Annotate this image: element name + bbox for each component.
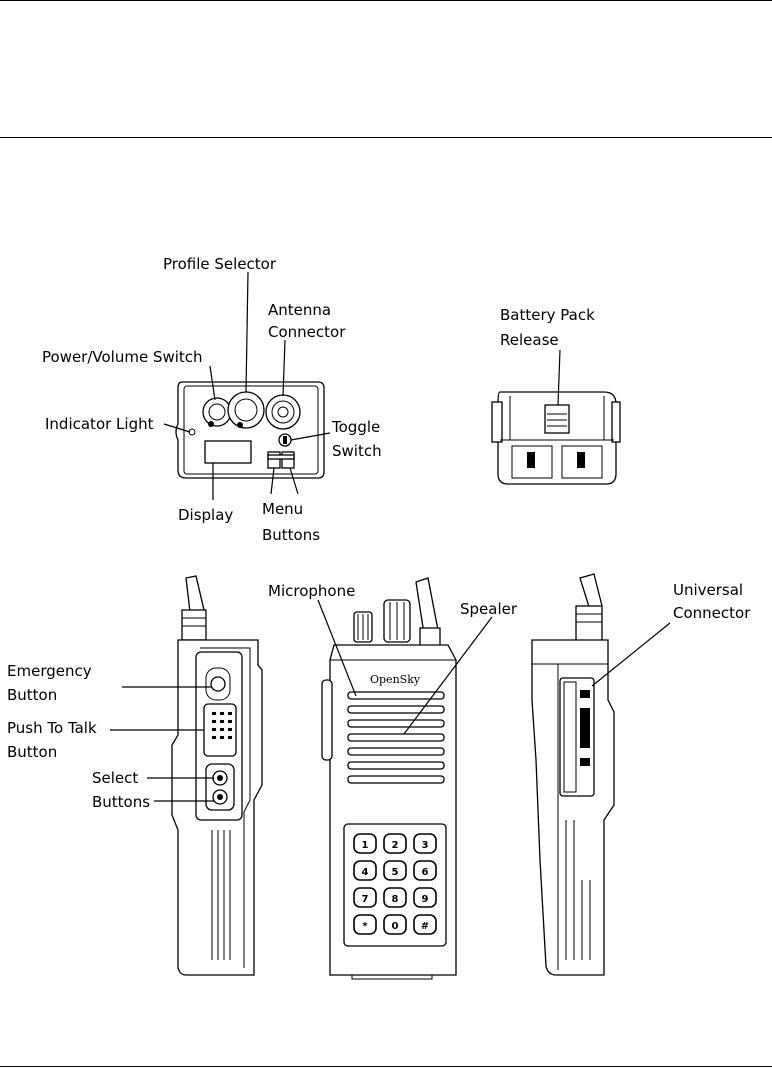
label-indicator-light: Indicator Light	[45, 415, 154, 433]
antenna-connector	[266, 395, 300, 429]
label-emergency-button-line1: Emergency	[7, 662, 92, 680]
label-emergency-button-line2: Button	[7, 686, 57, 704]
keypad-key-label: 5	[392, 867, 399, 878]
universal-connector-part	[560, 678, 594, 796]
keypad-key-label: 3	[422, 840, 429, 851]
label-antenna-connector-line1: Antenna	[268, 301, 331, 319]
speaker-grille	[348, 692, 444, 783]
label-battery-pack-release-line2: Release	[500, 331, 559, 349]
label-menu-buttons-line2: Buttons	[262, 526, 320, 544]
label-push-to-talk-line2: Button	[7, 743, 57, 761]
keypad-key-label: 1	[362, 840, 369, 851]
keypad-key-label: 7	[362, 894, 369, 905]
keypad-key: 2	[384, 834, 406, 853]
keypad-key: 1	[354, 834, 376, 853]
battery-release-latch	[545, 405, 569, 433]
keypad-key: 4	[354, 861, 376, 880]
label-speaker: Spealer	[460, 600, 518, 618]
radio-top-view	[176, 382, 324, 478]
label-select-buttons-line1: Select	[92, 769, 138, 787]
display-window	[205, 441, 251, 463]
keypad-key-label: 6	[422, 867, 429, 878]
brand-text: OpenSky	[370, 673, 421, 686]
keypad-key-label: *	[362, 921, 368, 932]
label-toggle-switch-line2: Switch	[332, 442, 382, 460]
keypad-key-label: 2	[392, 840, 399, 851]
label-menu-buttons-line1: Menu	[262, 500, 303, 518]
label-microphone: Microphone	[268, 582, 355, 600]
keypad-key: 8	[384, 888, 406, 907]
keypad-key-label: 8	[392, 894, 399, 905]
label-battery-pack-release-line1: Battery Pack	[500, 306, 595, 324]
keypad-key: 9	[414, 888, 436, 907]
keypad-key: 5	[384, 861, 406, 880]
label-push-to-talk-line1: Push To Talk	[7, 719, 97, 737]
toggle-switch	[279, 434, 291, 446]
select-buttons-part	[206, 764, 234, 810]
keypad-key-label: #	[421, 921, 429, 932]
keypad-key-label: 0	[392, 921, 399, 932]
label-power-volume-switch: Power/Volume Switch	[42, 348, 203, 366]
keypad-key: 0	[384, 915, 406, 934]
keypad-key: 3	[414, 834, 436, 853]
label-antenna-connector-line2: Connector	[268, 323, 346, 341]
label-toggle-switch-line1: Toggle	[331, 418, 380, 436]
keypad-key: #	[414, 915, 436, 934]
profile-selector-knob	[228, 392, 264, 428]
radio-right-side-view	[532, 574, 614, 975]
label-universal-connector-line2: Connector	[673, 604, 751, 622]
keypad-key: *	[354, 915, 376, 934]
radio-front-view: OpenSky 1 2 3 4 5 6 7 8 9 * 0 #	[322, 578, 456, 979]
radio-left-side-view	[172, 576, 262, 975]
label-universal-connector-line1: Universal	[673, 581, 743, 599]
label-select-buttons-line2: Buttons	[92, 793, 150, 811]
label-display: Display	[178, 506, 233, 524]
keypad-key-label: 9	[422, 894, 429, 905]
keypad: 1 2 3 4 5 6 7 8 9 * 0 #	[344, 824, 446, 946]
keypad-key: 7	[354, 888, 376, 907]
label-profile-selector: Profile Selector	[163, 255, 277, 273]
push-to-talk-part	[204, 704, 236, 756]
battery-pack	[492, 392, 620, 484]
power-volume-knob	[203, 398, 231, 427]
keypad-key: 6	[414, 861, 436, 880]
keypad-key-label: 4	[362, 867, 369, 878]
